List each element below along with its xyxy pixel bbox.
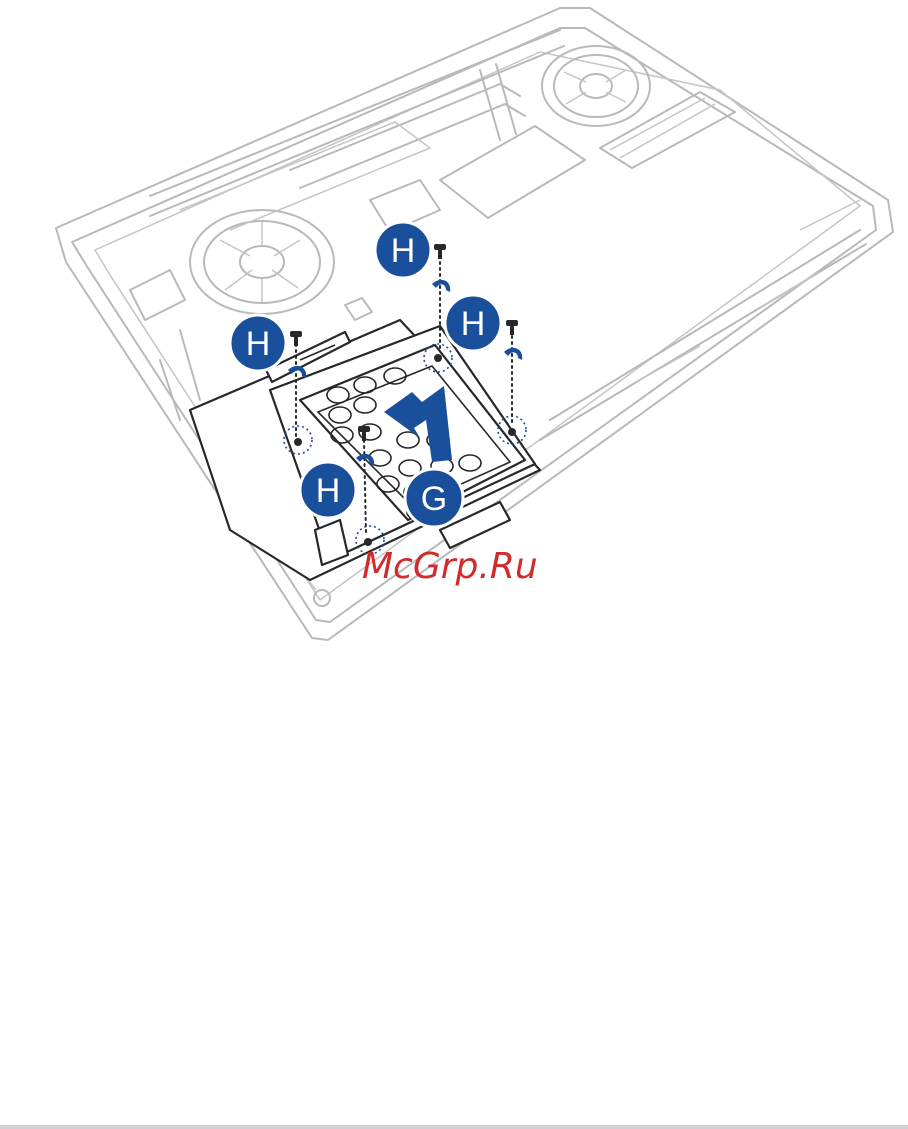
callout-badge-h-left: H (230, 315, 286, 371)
callout-label: G (421, 480, 447, 518)
screw-hole (434, 354, 442, 362)
heat-pipes (150, 30, 564, 230)
watermark-text: McGrp.Ru (362, 546, 538, 587)
right-fan (542, 46, 650, 126)
callout-badge-g: G (405, 469, 463, 527)
callout-badge-h-right: H (445, 295, 501, 351)
callout-label: H (246, 325, 271, 363)
callout-badge-h-top: H (375, 222, 431, 278)
screw-hole (294, 438, 302, 446)
callout-badge-h-bottom: H (300, 462, 356, 518)
screw-hole (508, 428, 516, 436)
callout-label: H (461, 305, 486, 343)
board-components (130, 92, 735, 320)
screw-hole (364, 538, 372, 546)
hdd-removal-illustration: H H H H G McGrp.Ru (0, 0, 908, 660)
callout-label: H (316, 472, 341, 510)
callout-label: H (391, 232, 416, 270)
left-fan (190, 210, 334, 314)
page-footer-rule (0, 1125, 908, 1129)
